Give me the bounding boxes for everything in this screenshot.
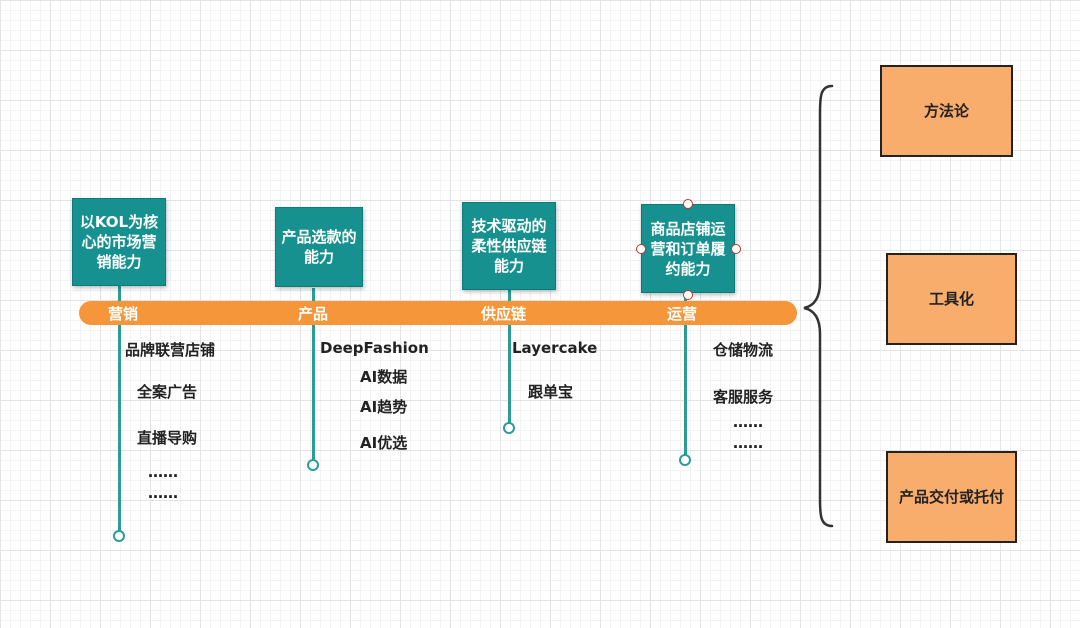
list-item: 仓储物流 xyxy=(713,341,774,359)
stem-end-marketing xyxy=(113,530,125,542)
capability-box-marketing[interactable]: 以KOL为核心的市场营销能力 xyxy=(72,198,166,286)
category-text-methodology: 方法论 xyxy=(923,102,969,120)
list-item: DeepFashion xyxy=(320,339,429,357)
selection-handle-top[interactable] xyxy=(683,199,693,209)
selection-handle-left[interactable] xyxy=(636,244,646,254)
list-item: Layercake xyxy=(512,339,598,357)
list-item: 直播导购 xyxy=(137,429,198,447)
list-item: …… xyxy=(733,413,763,431)
list-item: 品牌联营店铺 xyxy=(125,341,216,359)
list-item: AI优选 xyxy=(360,434,408,452)
stem-supply-chain xyxy=(508,290,511,423)
timeline-label-supply-chain: 供应链 xyxy=(481,305,527,323)
capability-box-supply-chain[interactable]: 技术驱动的柔性供应链能力 xyxy=(462,202,556,290)
timeline-label-product: 产品 xyxy=(298,305,329,323)
timeline-label-operations: 运营 xyxy=(667,305,698,323)
curly-brace xyxy=(803,84,834,528)
stem-operations xyxy=(684,294,687,455)
capability-box-product[interactable]: 产品选款的能力 xyxy=(275,207,363,287)
list-item: AI趋势 xyxy=(360,398,408,416)
capability-text-operations: 商品店铺运营和订单履约能力 xyxy=(650,219,726,278)
capability-box-operations[interactable]: 商品店铺运营和订单履约能力 xyxy=(641,204,735,293)
list-item: 客服服务 xyxy=(713,388,774,406)
stem-marketing xyxy=(118,286,121,532)
stem-product xyxy=(312,288,315,460)
stem-end-product xyxy=(307,459,319,471)
category-box-methodology[interactable]: 方法论 xyxy=(880,65,1013,157)
list-item: …… xyxy=(148,463,178,481)
stem-end-operations xyxy=(679,454,691,466)
timeline-bar xyxy=(79,301,797,325)
list-item: 跟单宝 xyxy=(528,383,574,401)
category-box-tooling[interactable]: 工具化 xyxy=(886,253,1017,345)
list-item: AI数据 xyxy=(360,368,408,386)
selection-handle-right[interactable] xyxy=(731,244,741,254)
stem-end-supply-chain xyxy=(503,422,515,434)
list-item: 全案广告 xyxy=(137,383,198,401)
capability-text-marketing: 以KOL为核心的市场营销能力 xyxy=(79,213,159,271)
selection-handle-bottom[interactable] xyxy=(683,290,693,300)
category-text-tooling: 工具化 xyxy=(928,290,974,308)
timeline-label-marketing: 营销 xyxy=(108,305,139,323)
list-item: …… xyxy=(733,434,763,452)
capability-text-supply-chain: 技术驱动的柔性供应链能力 xyxy=(471,217,547,275)
category-text-delivery: 产品交付或托付 xyxy=(898,488,1004,506)
category-box-delivery[interactable]: 产品交付或托付 xyxy=(886,451,1017,543)
capability-text-product: 产品选款的能力 xyxy=(281,228,357,266)
list-item: …… xyxy=(148,484,178,502)
